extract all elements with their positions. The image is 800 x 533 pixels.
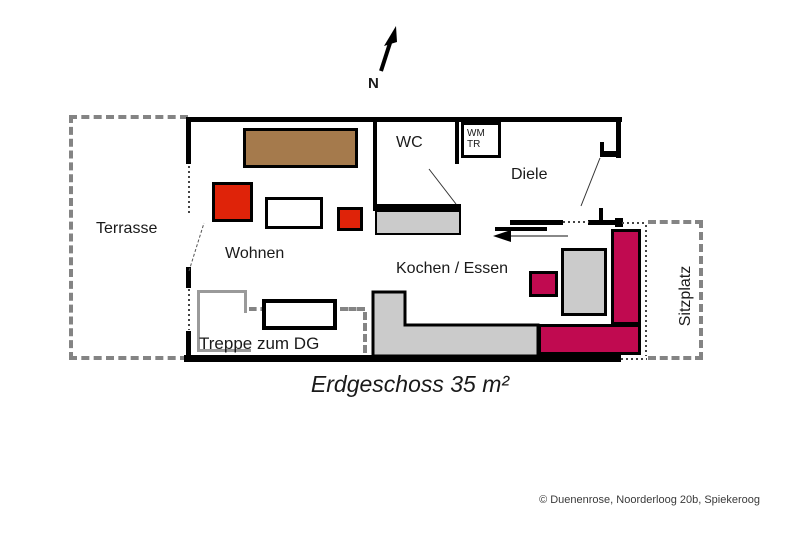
washer-label: WM xyxy=(467,128,485,139)
wall-east-upper xyxy=(616,117,621,158)
room-label-treppe: Treppe zum DG xyxy=(199,334,320,353)
stair-table-white xyxy=(262,299,337,330)
room-label-diele: Diele xyxy=(511,166,548,183)
armchair-red-large xyxy=(212,182,253,222)
wall-north xyxy=(186,117,622,122)
north-arrow-head xyxy=(384,26,397,46)
room-label-wc: WC xyxy=(396,134,423,151)
counter-wc-south xyxy=(375,210,461,235)
room-label-kochen-essen: Kochen / Essen xyxy=(396,260,509,277)
door-jamb-tick xyxy=(599,208,603,221)
compass-north-label: N xyxy=(368,75,379,92)
bench-crimson-horizontal xyxy=(538,324,641,355)
north-arrow-shaft xyxy=(379,42,392,72)
dining-table-gray xyxy=(561,248,607,316)
kitchen-counter xyxy=(371,290,540,358)
terrasse-dashed-outline xyxy=(69,115,188,360)
entrance-jamb-bar xyxy=(600,151,621,157)
stair-dash-down xyxy=(363,312,367,353)
wall-south xyxy=(184,355,621,362)
stair-outline-bottom xyxy=(197,349,251,352)
wall-endcap xyxy=(615,218,623,227)
floor-title: Erdgeschoss 35 m² xyxy=(310,371,510,397)
sideboard-brown xyxy=(243,128,358,168)
bench-crimson-vertical xyxy=(611,229,641,325)
sitzplatz-dashed-outline xyxy=(648,220,703,360)
wall-wohnen-wc xyxy=(373,120,377,211)
wall-west-lower xyxy=(186,331,191,357)
armchair-red-small xyxy=(337,207,363,231)
washer-dryer-box: WM TR xyxy=(461,122,501,158)
stair-dash-left xyxy=(249,307,268,311)
stair-outline-right xyxy=(244,290,247,313)
wall-wc-south xyxy=(374,204,461,211)
slide-arrow-head xyxy=(493,230,511,242)
wall-diele-kitchen-right xyxy=(588,220,616,225)
sliding-door-panel xyxy=(495,227,547,231)
room-label-sitzplatz: Sitzplatz xyxy=(677,265,694,327)
coffee-table-white xyxy=(265,197,323,229)
wall-west-upper xyxy=(186,117,191,164)
door-swing-wc xyxy=(428,168,457,205)
room-label-wohnen: Wohnen xyxy=(225,245,285,262)
door-swing-entrance xyxy=(580,157,601,207)
room-label-terrasse: Terrasse xyxy=(96,220,158,237)
wall-wc-diele xyxy=(455,120,459,164)
wall-diele-kitchen-left xyxy=(510,220,563,225)
entrance-jamb-stub xyxy=(600,142,604,153)
door-swing-terrace xyxy=(188,222,205,272)
stool-crimson xyxy=(529,271,558,297)
stair-outline-left xyxy=(197,290,200,352)
stair-outline-top xyxy=(197,290,247,293)
stair-dash-right xyxy=(340,307,365,311)
copyright-text: © Duenenrose, Noorderloog 20b, Spiekeroo… xyxy=(539,494,760,506)
dryer-label: TR xyxy=(467,139,481,150)
wall-west-middle xyxy=(186,267,191,288)
